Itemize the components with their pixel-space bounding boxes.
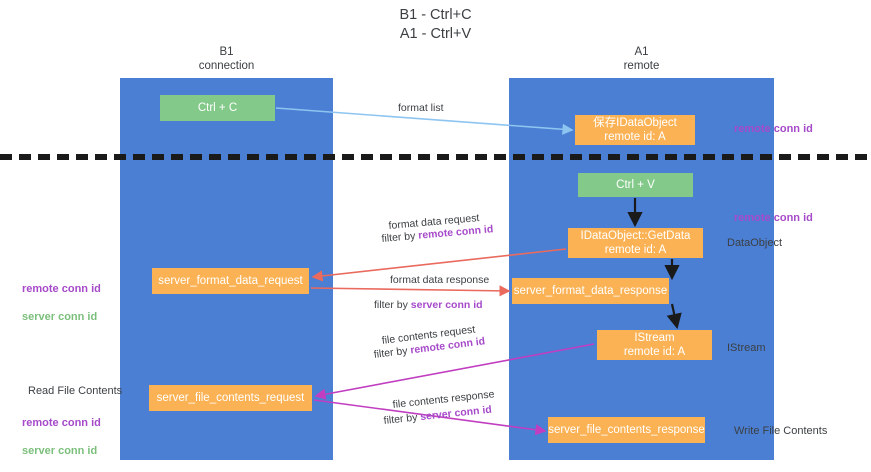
edge-label-format-data-response-filter: filter by server conn id	[374, 298, 483, 312]
annotation-server-conn-id: server conn id	[22, 311, 98, 323]
node-ctrl-c[interactable]: Ctrl + C	[160, 95, 275, 121]
annotation-read-file-contents: Read File Contents	[28, 385, 123, 397]
edge-label-format-data-response: format data response	[390, 274, 490, 286]
annotation-dataobject: DataObject	[727, 237, 783, 249]
annotation-left-conn-ids-low: remote conn id server conn id	[22, 402, 101, 472]
phase-separator	[0, 154, 871, 160]
filter-prefix: filter by	[381, 229, 419, 245]
annotation-server-conn-id: server conn id	[22, 445, 98, 457]
node-server-format-data-response[interactable]: server_format_data_response	[512, 278, 669, 304]
node-ctrl-v[interactable]: Ctrl + V	[578, 173, 693, 197]
annotation-remote-conn-id: remote conn id	[22, 417, 101, 429]
annotation-istream: IStream	[727, 342, 766, 354]
filter-prefix: filter by	[383, 411, 421, 427]
page-title: B1 - Ctrl+C A1 - Ctrl+V	[399, 7, 472, 42]
annotation-remote-conn-id-top: remote conn id	[734, 123, 813, 135]
annotation-remote-conn-id: remote conn id	[22, 283, 101, 295]
node-istream[interactable]: IStream remote id: A	[597, 330, 712, 360]
annotation-remote-conn-id-mid: remote conn id	[734, 212, 813, 224]
annotation-left-conn-ids-mid: remote conn id server conn id	[22, 268, 101, 338]
node-server-file-contents-request[interactable]: server_file_contents_request	[149, 385, 312, 411]
node-server-format-data-request[interactable]: server_format_data_request	[152, 268, 309, 294]
edge-label-format-list: format list	[398, 102, 444, 114]
filter-key-server-conn-id: server conn id	[410, 299, 483, 311]
node-idataobject[interactable]: 保存IDataObject remote id: A	[575, 115, 695, 145]
node-server-file-contents-response[interactable]: server_file_contents_response	[548, 417, 705, 443]
annotation-write-file-contents: Write File Contents	[734, 425, 828, 437]
filter-prefix: filter by	[374, 299, 411, 311]
lane-heading-b1: B1 connection	[198, 46, 255, 72]
node-idataobject-getdata[interactable]: IDataObject::GetData remote id: A	[568, 228, 703, 258]
lane-heading-a1: A1 remote	[623, 46, 660, 72]
